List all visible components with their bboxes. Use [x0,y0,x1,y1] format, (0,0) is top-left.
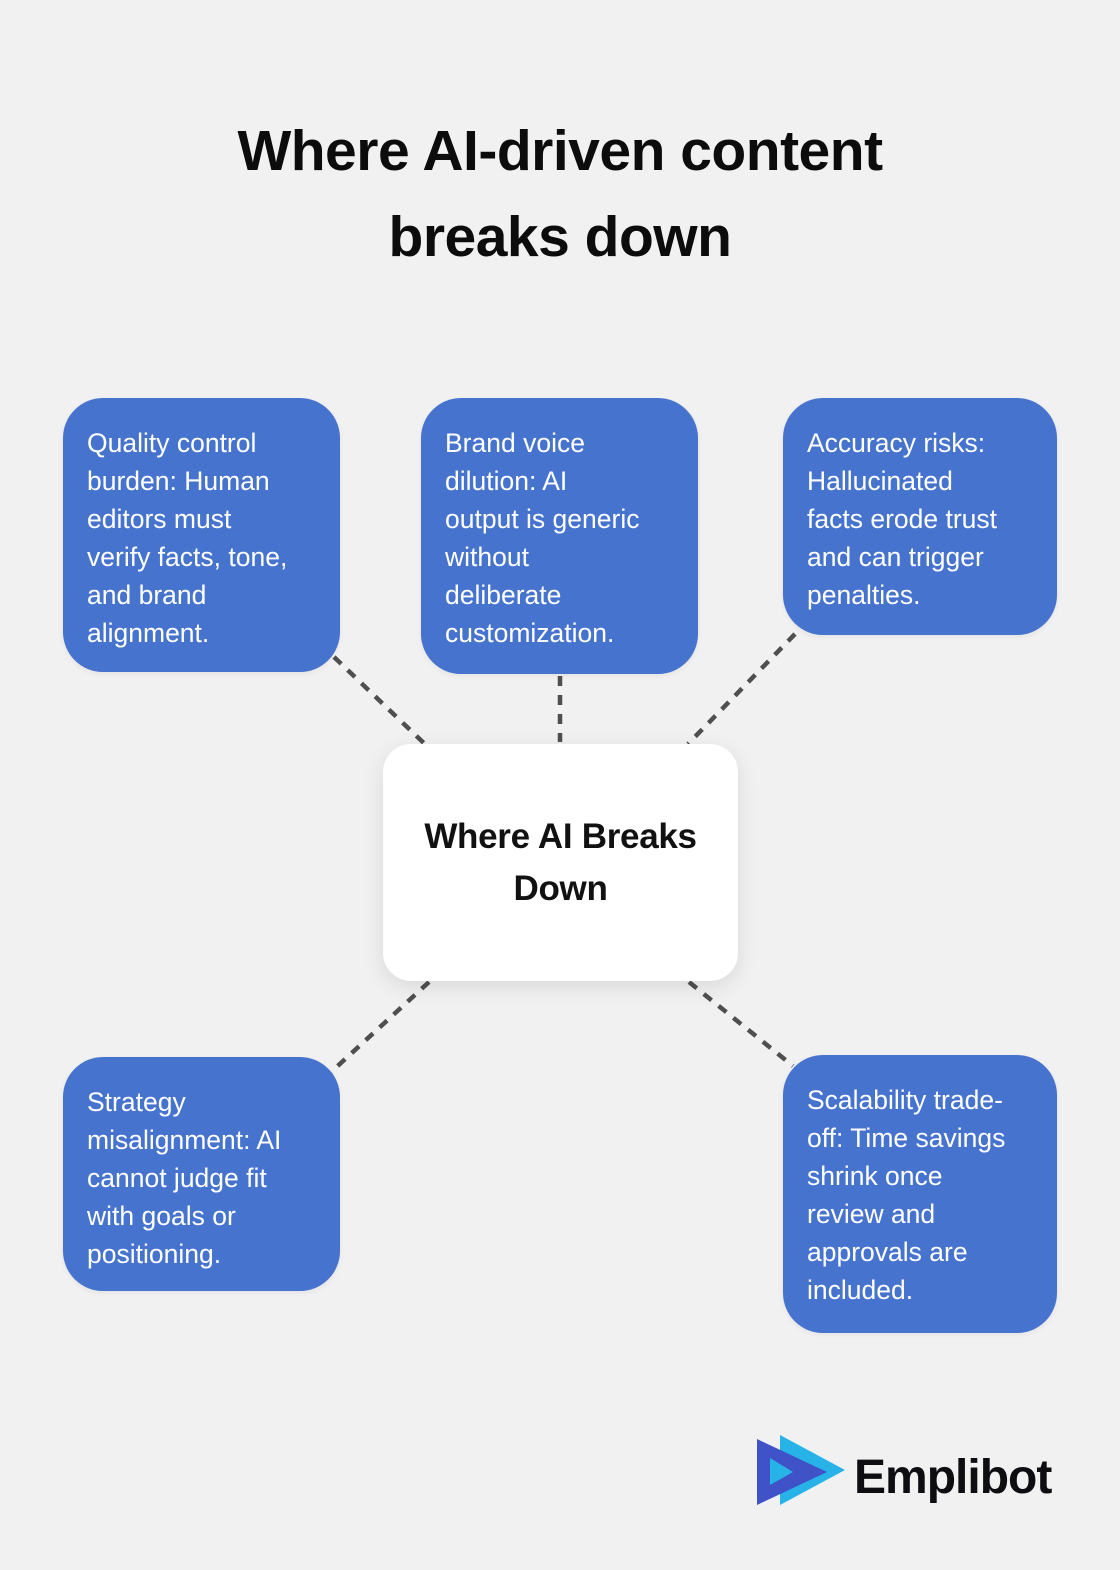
node-strategy-misalignment: Strategy misalignment: AI cannot judge f… [63,1057,340,1291]
node-quality-control-text: Quality control burden: Human editors mu… [87,428,288,648]
connector-accuracy-to-center [686,632,797,746]
connector-center-to-scalability [687,980,795,1068]
node-strategy-misalignment-text: Strategy misalignment: AI cannot judge f… [87,1087,282,1269]
node-accuracy-risks-text: Accuracy risks: Hallucinated facts erode… [807,428,998,610]
page-title: Where AI-driven content breaks down [237,119,883,269]
emplibot-play-icon [757,1435,845,1505]
node-brand-voice-text: Brand voice dilution: AI output is gener… [445,428,640,648]
center-node: Where AI Breaks Down [383,744,738,981]
connector-center-to-strategy [328,980,431,1075]
node-scalability-tradeoff: Scalability trade- off: Time savings shr… [783,1055,1057,1333]
emplibot-logo: Emplibot [752,1426,1072,1530]
node-quality-control: Quality control burden: Human editors mu… [63,398,340,672]
node-scalability-tradeoff-text: Scalability trade- off: Time savings shr… [807,1085,1006,1305]
node-brand-voice: Brand voice dilution: AI output is gener… [421,398,698,674]
node-accuracy-risks: Accuracy risks: Hallucinated facts erode… [783,398,1057,635]
center-node-label: Where AI Breaks Down [424,816,697,908]
connector-quality-to-center [332,655,431,750]
emplibot-wordmark: Emplibot [854,1451,1052,1504]
